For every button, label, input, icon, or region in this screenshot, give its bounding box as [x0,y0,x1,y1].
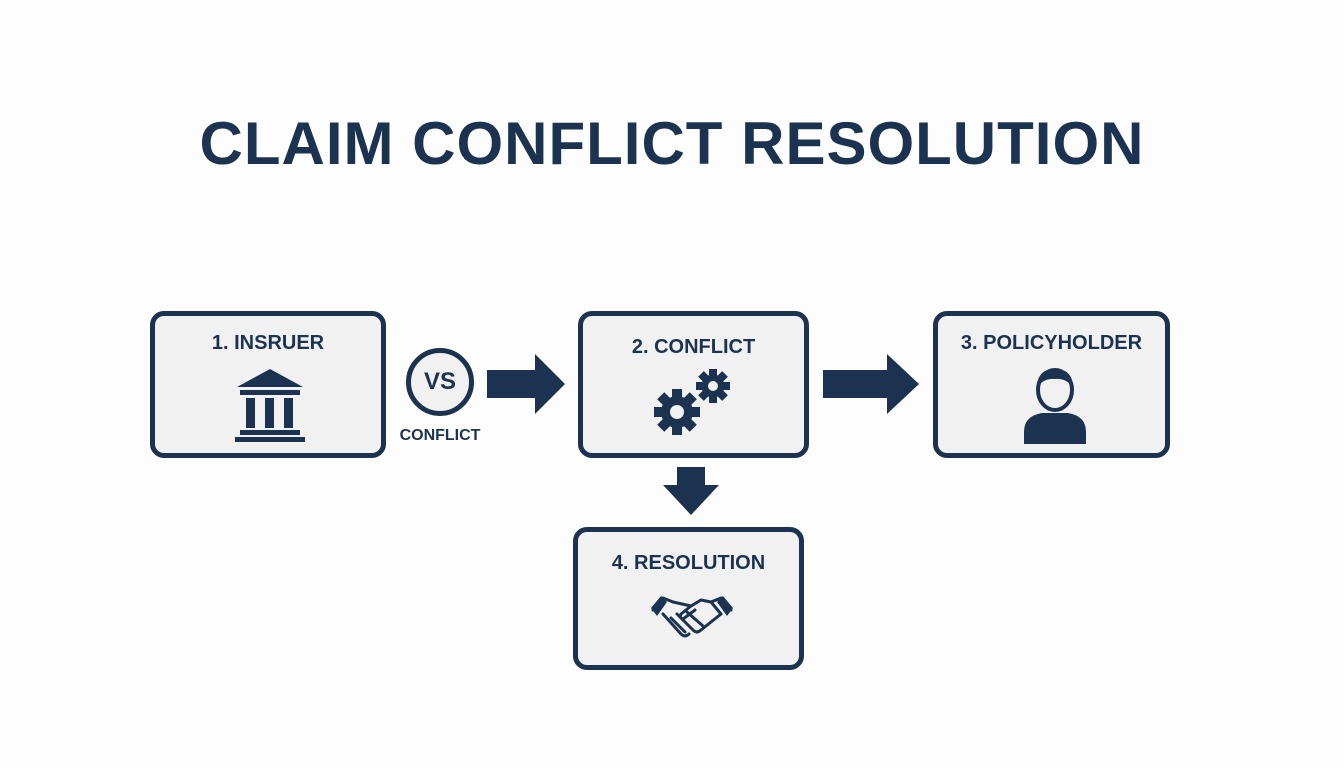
node-policyholder-label: 3. POLICYHOLDER [960,332,1143,354]
person-icon [1024,368,1086,444]
arrow-right-icon [823,354,919,414]
node-conflict: 2. CONFLICT [578,311,809,458]
diagram-title: CLAIM CONFLICT RESOLUTION [199,110,1145,177]
arrow-down-icon [663,467,719,515]
node-conflict-label: 2. CONFLICT [631,336,756,358]
arrow-right-icon [487,354,565,414]
node-insurer-label: 1. INSRUER [211,332,325,354]
vs-caption: CONFLICT [399,427,481,444]
gears-icon [654,369,730,435]
node-resolution-label: 4. RESOLUTION [611,552,766,574]
bank-building-icon [235,369,305,442]
node-policyholder: 3. POLICYHOLDER [933,311,1170,458]
node-resolution: 4. RESOLUTION [573,527,804,670]
handshake-icon [651,596,733,638]
vs-badge: VS [406,348,474,416]
node-insurer: 1. INSRUER [150,311,386,458]
